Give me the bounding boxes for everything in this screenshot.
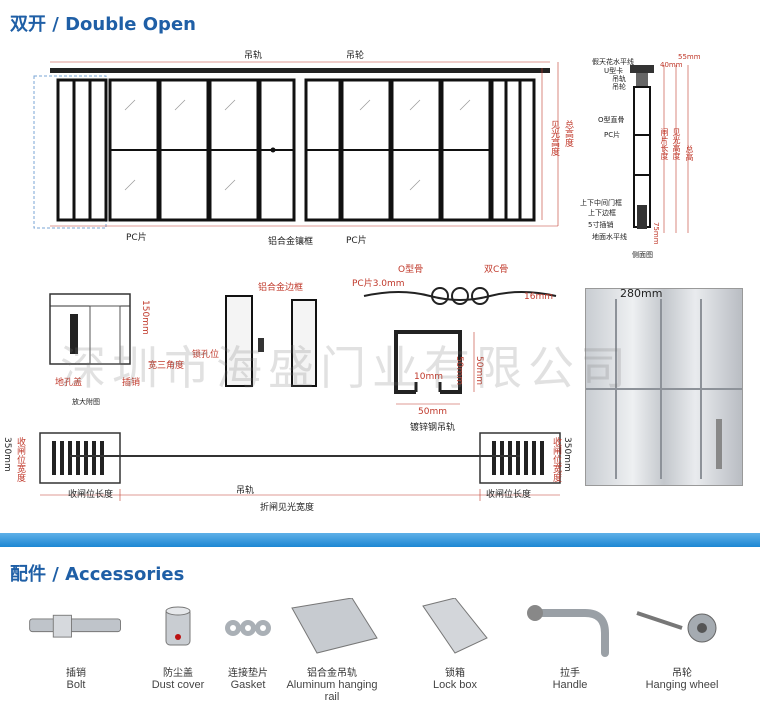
- accessory-name-en: Gasket: [230, 679, 266, 691]
- pc-thickness-label: PC片3.0mm: [352, 279, 405, 289]
- o-bone-label: O型骨: [398, 265, 424, 275]
- vlabel-visible-height: 见光高度: [549, 120, 559, 156]
- plan-view-diagram: [39, 432, 561, 501]
- dim-50-inner: 50mm: [454, 356, 464, 385]
- side-label-3: 吊轨: [612, 75, 626, 83]
- side-dim-40: 40mm: [660, 61, 683, 69]
- side-label-10: 地面水平线: [592, 233, 627, 241]
- accessory-name-cn: 插销: [66, 668, 86, 679]
- side-dim-55: 55mm: [678, 53, 701, 61]
- plan-rail-label: 吊轨: [236, 486, 255, 496]
- side-label-8: 上下边框: [588, 209, 616, 217]
- accessory-name-cn: 锁箱: [445, 668, 465, 679]
- section-title-accessories: 配件 / Accessories: [10, 564, 185, 585]
- dim-50-bottom: 50mm: [418, 407, 447, 417]
- accessory-name-cn: 防尘盖: [163, 668, 193, 679]
- side-section-diagram: [630, 65, 689, 233]
- dim-50-outer: 50mm: [474, 356, 484, 385]
- wheel-label: 吊轮: [346, 51, 365, 61]
- lock-box-icon: [405, 596, 505, 660]
- detail-enlarged-diagram: [49, 293, 131, 365]
- accessory-name-en: Hanging wheel: [645, 679, 719, 691]
- side-vlabel-2: 见光高度: [672, 128, 681, 160]
- profile-section-diagram: [363, 287, 557, 305]
- bolt-label: 插销: [122, 378, 141, 388]
- side-vlabel-1: 闸片长度: [660, 128, 669, 160]
- rail-section-diagram: [394, 330, 475, 405]
- side-label-4: 吊轮: [612, 83, 626, 91]
- photo-dim: 280mm: [620, 287, 663, 300]
- plan-left-label: 收闸位长度: [68, 490, 114, 500]
- accessory-name-en: Lock box: [432, 679, 478, 691]
- door-photo: [585, 288, 743, 486]
- side-vlabel-3: 总高: [685, 145, 694, 161]
- lock-label: 锁孔位: [192, 350, 220, 360]
- accessory-name-cn: 拉手: [560, 668, 580, 679]
- plan-middle-label: 折闸见光宽度: [260, 503, 315, 513]
- front-elevation-diagram: [33, 61, 559, 229]
- width-label: 宽三角度: [148, 361, 185, 371]
- accessory-name-cn: 连接垫片: [228, 668, 268, 679]
- side-label-5: O型直骨: [598, 116, 625, 124]
- plan-side-right: 350mm: [562, 437, 572, 472]
- door-frame-diagram: [225, 295, 317, 387]
- rail-label: 吊轨: [244, 51, 263, 61]
- pc-label-left: PC片: [126, 233, 147, 243]
- accessory-name-en: Dust cover: [151, 679, 205, 691]
- watermark: 深圳市海盛门业有限公司: [60, 341, 632, 395]
- dim-10: 10mm: [414, 372, 443, 382]
- side-label-1: 假天花水平线: [592, 58, 634, 66]
- gasket-icon: [198, 596, 298, 660]
- side-dim-75: 75mm: [652, 222, 660, 245]
- accessory-name-cn: 铝合金吊轨: [307, 668, 357, 679]
- handle-icon: [520, 596, 620, 660]
- alu-frame-label: 铝合金边框: [258, 283, 304, 293]
- plan-side-left-label: 收闸位宽度: [15, 437, 25, 482]
- plan-side-left: 350mm: [2, 437, 12, 472]
- dust-cover-icon: [128, 596, 228, 660]
- enlarged-caption: 放大附图: [72, 398, 100, 406]
- rail-icon: [282, 596, 382, 660]
- double-c-label: 双C骨: [484, 265, 509, 275]
- bolt-icon: [26, 596, 126, 660]
- vlabel-total-height: 总高度: [563, 120, 573, 147]
- pin-hole-label: 地孔盖: [55, 378, 83, 388]
- wheel-icon: [632, 596, 732, 660]
- plan-right-label: 收闸位长度: [486, 490, 532, 500]
- section-divider-band: [0, 533, 760, 547]
- side-label-7: 上下中间门框: [580, 199, 622, 207]
- plan-side-right-label: 收闸位宽度: [551, 437, 561, 482]
- pc-label-right: PC片: [346, 236, 367, 246]
- side-label-2: U型卡: [604, 67, 624, 75]
- accessory-name-en: Aluminum hanging rail: [286, 679, 378, 703]
- accessory-name-en: Bolt: [66, 679, 86, 691]
- dim-16: 16mm: [524, 292, 553, 302]
- accessory-name-cn: 吊轮: [672, 668, 692, 679]
- frame-label: 铝合金镶框: [268, 237, 314, 247]
- side-label-9: 5寸插销: [588, 221, 614, 229]
- rail-caption: 镀锌钢吊轨: [410, 423, 456, 433]
- accessory-name-en: Handle: [552, 679, 588, 691]
- side-label-6: PC片: [604, 131, 621, 139]
- section-title-double-open: 双开 / Double Open: [10, 14, 196, 35]
- dim-150: 150mm: [140, 300, 150, 335]
- side-caption: 侧面图: [632, 251, 653, 259]
